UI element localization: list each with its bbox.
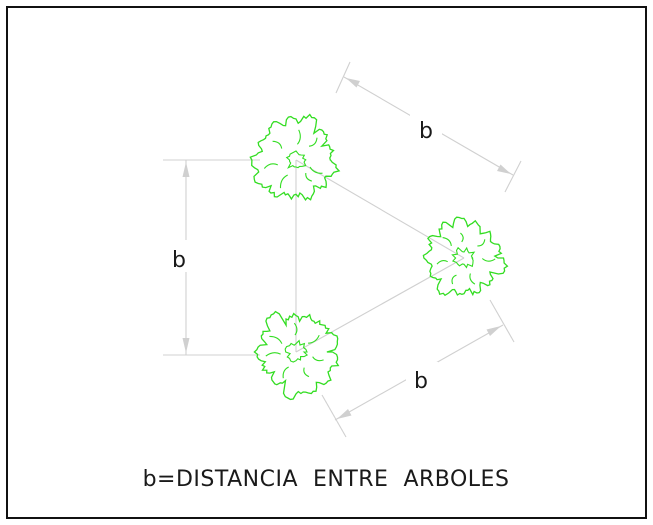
tree-crown-outline — [249, 113, 341, 201]
arrowhead-top — [182, 162, 190, 177]
drawing-frame — [6, 6, 647, 519]
arrowhead-a — [346, 78, 360, 88]
tree-foliage-stroke — [279, 174, 288, 189]
tree-foliage-stroke — [308, 137, 318, 147]
tree-crown-outline — [253, 310, 340, 401]
tree-foliage-stroke — [460, 232, 464, 243]
tree-foliage-stroke — [269, 335, 283, 344]
arrowhead-bottom — [182, 338, 190, 353]
tree-trunk-core — [284, 339, 309, 363]
dimension-top-right — [335, 61, 522, 193]
trees-group — [249, 113, 509, 401]
tree-bottom-left — [253, 310, 340, 401]
tree-foliage-stroke — [308, 334, 320, 344]
triangle-guide-lines — [295, 159, 465, 353]
tree-foliage-stroke — [312, 356, 324, 362]
arrowhead-b — [497, 164, 511, 174]
dimension-left — [163, 159, 260, 356]
tree-foliage-stroke — [263, 163, 279, 169]
tree-foliage-stroke — [293, 322, 298, 336]
dimension-bottom-right — [321, 299, 515, 438]
tree-foliage-stroke — [442, 237, 452, 246]
tree-foliage-stroke — [481, 258, 496, 262]
tree-foliage-stroke — [309, 166, 323, 174]
tree-foliage-stroke — [451, 274, 457, 285]
extension-line-b — [504, 160, 522, 193]
tree-foliage-stroke — [265, 352, 281, 357]
tree-trunk-core — [285, 150, 307, 169]
dimension-label-bottom-right: b — [414, 369, 428, 394]
tree-foliage-stroke — [469, 273, 476, 285]
extension-line-c — [489, 299, 515, 343]
arrowhead-c — [337, 409, 352, 419]
tree-foliage-stroke — [282, 366, 289, 379]
tree-foliage-stroke — [303, 367, 310, 378]
tree-crown-outline — [422, 216, 509, 297]
tree-foliage-stroke — [477, 239, 486, 247]
tree-right — [422, 216, 509, 297]
extension-line-d — [321, 394, 347, 438]
label-gap — [168, 240, 204, 272]
dimension-label-left: b — [172, 248, 186, 273]
label-gap — [406, 362, 438, 392]
tree-top-left — [249, 113, 341, 201]
tree-foliage-stroke — [305, 172, 313, 182]
guide-line-top — [295, 159, 465, 259]
tree-trunk-core — [451, 246, 476, 269]
dimension-label-top-right: b — [419, 119, 433, 144]
guide-line-bottom — [295, 257, 465, 353]
tree-foliage-stroke — [272, 140, 283, 149]
arrowhead-d — [486, 326, 501, 336]
label-gap — [410, 112, 442, 142]
tree-foliage-stroke — [436, 259, 448, 265]
tree-foliage-stroke — [296, 129, 301, 145]
caption-text: b=DISTANCIA ENTRE ARBOLES — [143, 467, 510, 492]
extension-line-a — [335, 61, 351, 94]
